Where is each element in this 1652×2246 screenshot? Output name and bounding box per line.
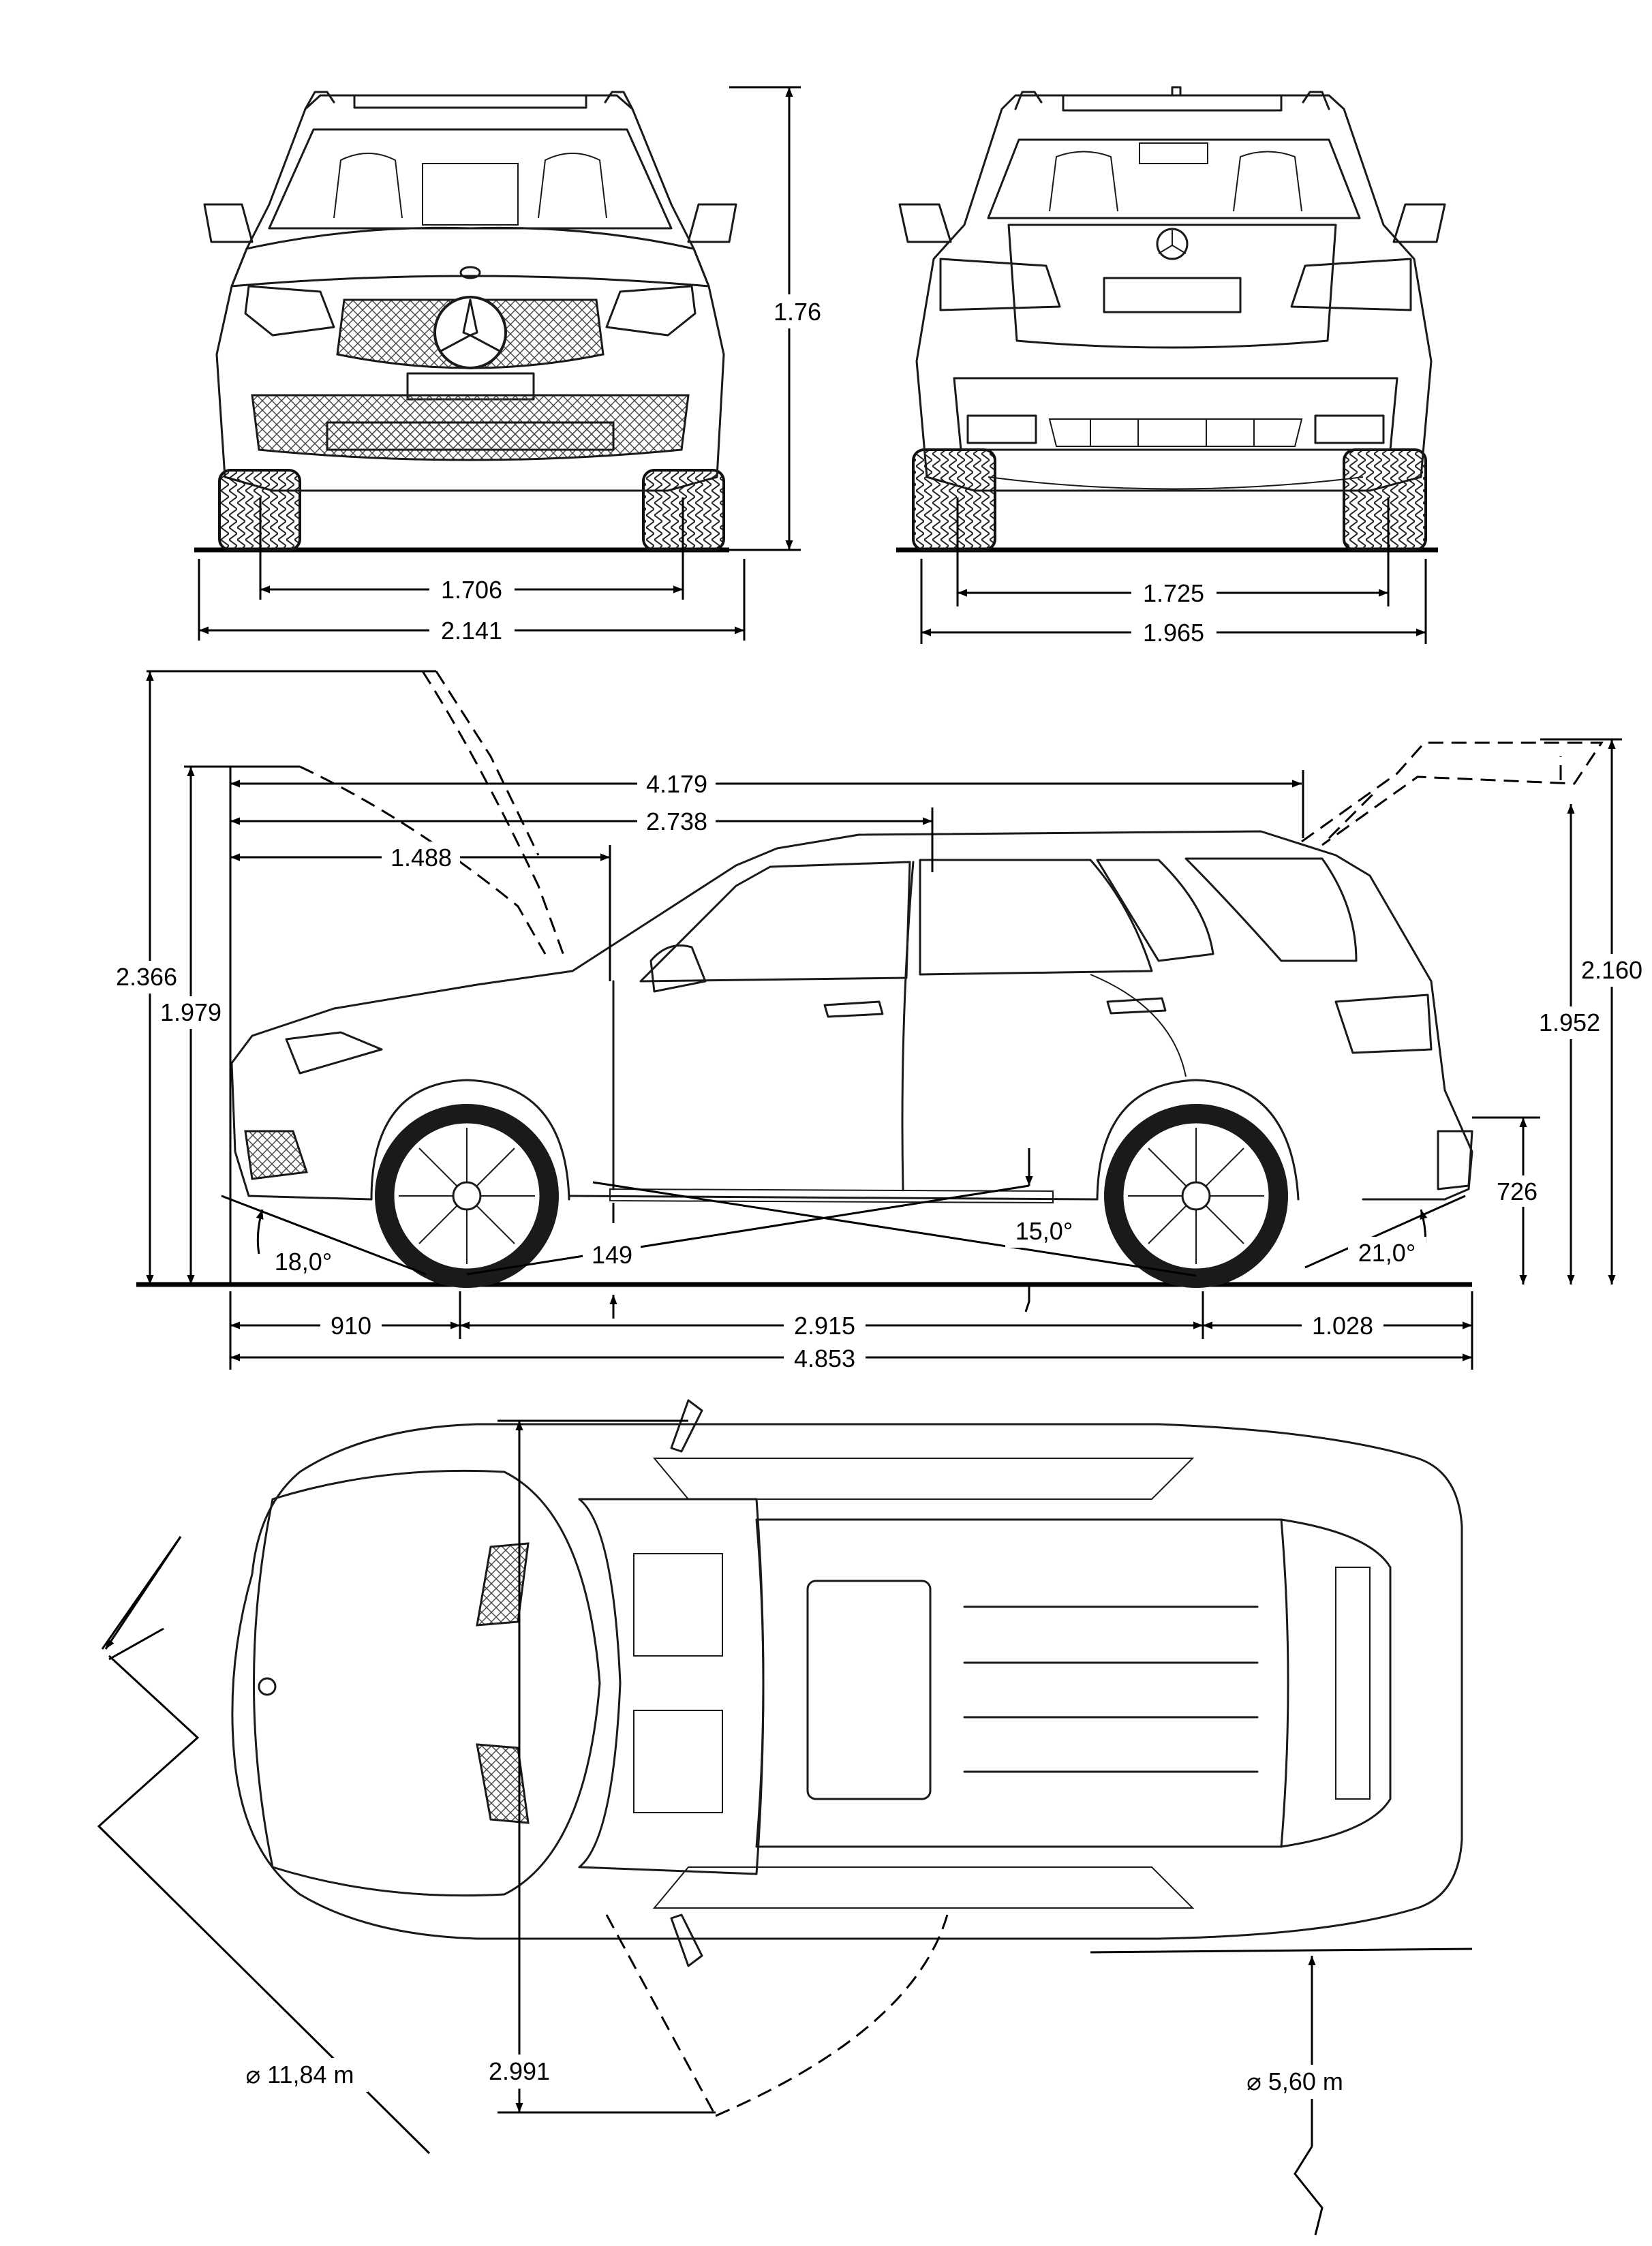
front-width-label: 2.141	[441, 617, 502, 645]
front-overhang-label: 910	[331, 1312, 371, 1340]
door-open-width-label: 2.991	[489, 2057, 550, 2085]
rear-view: 1.725 1.965	[896, 86, 1446, 648]
length-4179-label: 4.179	[646, 770, 707, 798]
side-view: 2.366 1.979 2.160 1.952 726 4.179 2.738 …	[108, 670, 1649, 1374]
rear-wheel	[1104, 1104, 1288, 1288]
approach-angle-label: 18,0°	[275, 1248, 332, 1276]
wheelbase-label: 2.915	[794, 1312, 855, 1340]
ground-clearance-label: 149	[592, 1241, 632, 1269]
turning-circle-label: ⌀ 11,84 m	[245, 2061, 354, 2089]
front-track-label: 1.706	[441, 576, 502, 604]
open-tailgate-outline	[1301, 741, 1604, 846]
overall-length-label: 4.853	[794, 1344, 855, 1372]
departure-angle-label: 21,0°	[1358, 1239, 1416, 1267]
front-height-side-label: 1.979	[160, 998, 221, 1026]
rear-height-side-label: 1.952	[1539, 1009, 1600, 1036]
rear-sill-height-label: 726	[1497, 1178, 1538, 1205]
length-2738-label: 2.738	[646, 807, 707, 835]
rear-track-label: 1.725	[1143, 579, 1204, 607]
length-1488-label: 1.488	[391, 844, 452, 872]
hood-open-height-label: 2.366	[116, 963, 177, 991]
open-door-arc	[605, 1914, 949, 2117]
front-height-label: 1.76	[774, 298, 821, 326]
rear-width-label: 1.965	[1143, 619, 1204, 647]
tight-turn-label: ⌀ 5,60 m	[1246, 2067, 1343, 2095]
front-wheel	[375, 1104, 559, 1288]
rear-overhang-label: 1.028	[1312, 1312, 1373, 1340]
open-hood-outline	[299, 671, 567, 962]
breakover-angle-label: 15,0°	[1015, 1217, 1073, 1245]
top-view: ⌀ 11,84 m 2.991 ⌀ 5,60 m	[97, 1399, 1473, 2236]
tailgate-open-height-label: 2.160	[1581, 956, 1642, 984]
front-view: 1.76 1.706 2.141	[194, 86, 835, 646]
